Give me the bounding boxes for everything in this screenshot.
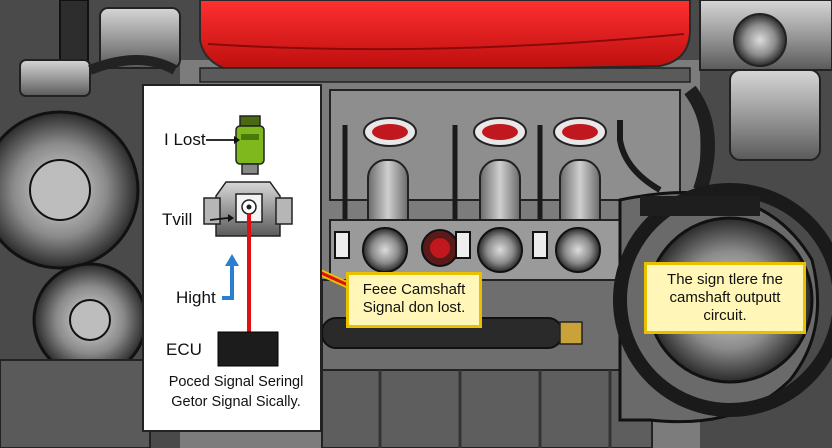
blue-arrow-icon <box>222 254 239 300</box>
sensor-icon <box>203 181 293 237</box>
intake-runners <box>329 89 681 241</box>
callout-right-line-1: The sign tlere fne <box>667 271 783 288</box>
label-lost: I Lost <box>164 130 206 149</box>
callout-camshaft-circuit: The sign tlere fne camshaft outputt circ… <box>644 262 806 334</box>
upper-left-components <box>19 0 181 97</box>
arrow-head-icon <box>228 214 234 222</box>
arrow-head-icon <box>234 136 240 144</box>
wiring-inset: I Lost Tvill Hight ECU Poced Signal Seri… <box>142 84 322 432</box>
footer-line-1: Poced Signal Seringl <box>168 374 304 390</box>
ecu-box <box>217 331 279 367</box>
arrow-icon <box>209 217 229 221</box>
callout-camshaft-signal: Feee Camshaft Signal don lost. <box>346 272 482 328</box>
valve-cover <box>199 0 691 83</box>
callout-left-line-1: Feee Camshaft <box>362 281 466 298</box>
callout-right-line-3: circuit. <box>703 307 747 324</box>
callout-right-line-2: camshaft outputt <box>669 289 781 306</box>
green-connector-icon <box>235 115 265 175</box>
footer-line-2: Getor Signal Sically. <box>171 394 301 410</box>
label-sensor: Tvill <box>162 210 193 229</box>
lower-block <box>321 279 653 448</box>
injector-row <box>329 219 651 281</box>
upper-right-components <box>684 0 832 193</box>
left-pulleys <box>0 110 151 448</box>
callout-left-line-2: Signal don lost. <box>362 299 466 316</box>
label-arrow: Hight <box>176 288 216 307</box>
inset-graphics <box>203 115 293 367</box>
label-ecu: ECU <box>166 340 202 359</box>
inset-footer: Poced Signal Seringl Getor Signal Sicall… <box>156 372 316 412</box>
